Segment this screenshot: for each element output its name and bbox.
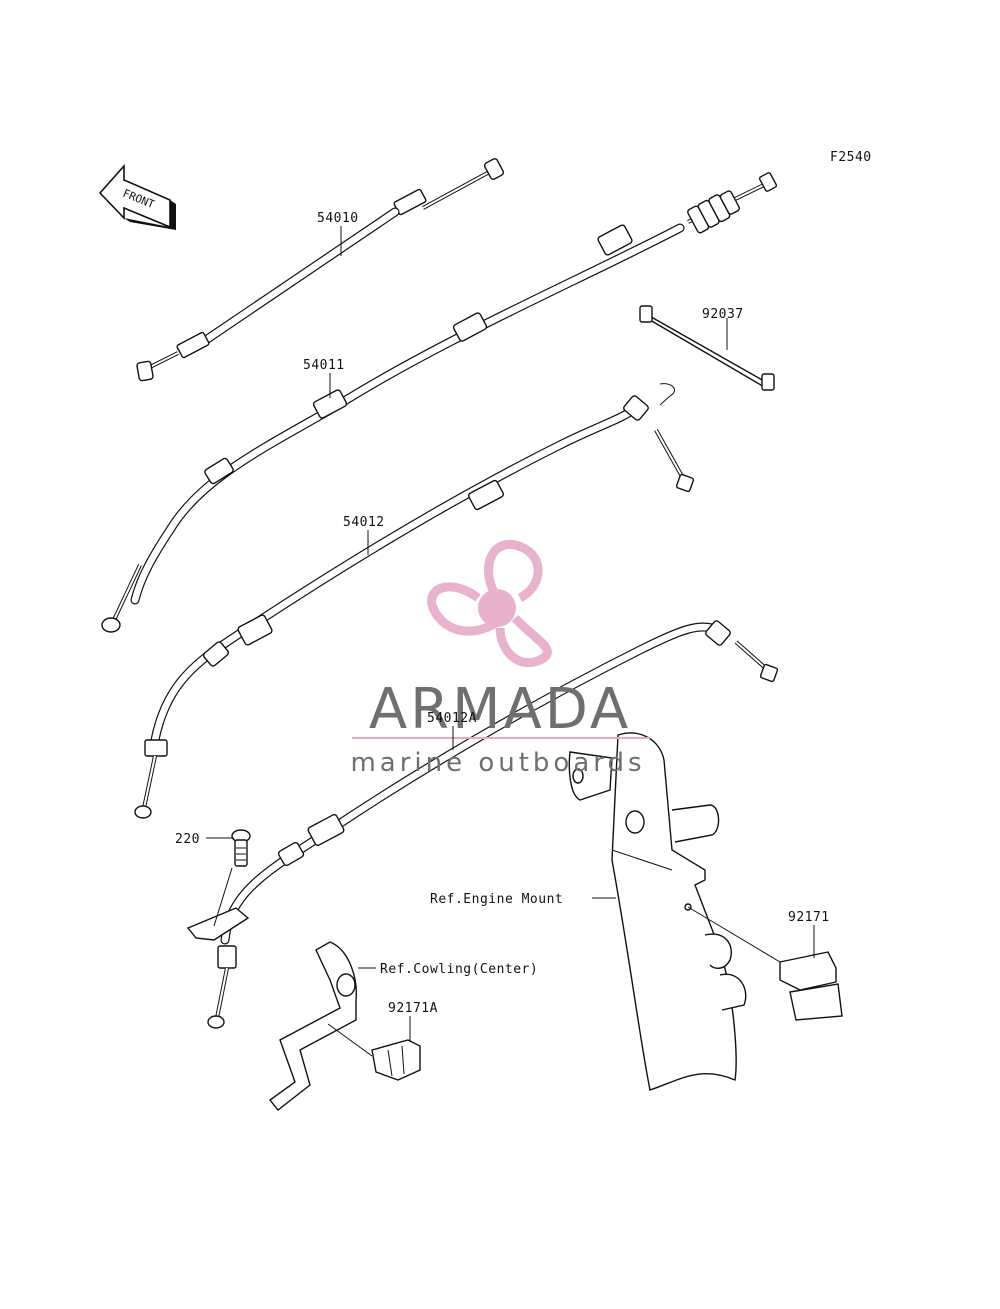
label-92171: 92171 xyxy=(788,910,830,925)
label-92037: 92037 xyxy=(702,307,744,322)
label-54012: 54012 xyxy=(343,515,385,530)
label-220: 220 xyxy=(175,832,200,847)
armada-logo xyxy=(427,540,552,668)
watermark-tagline: marine outboards xyxy=(350,748,645,778)
cable-54011 xyxy=(101,172,778,633)
front-arrow-icon: FRONT xyxy=(98,163,176,230)
cable-54012 xyxy=(134,383,695,819)
figure-code: F2540 xyxy=(830,150,872,165)
label-54011: 54011 xyxy=(303,358,345,373)
rod-92037 xyxy=(639,305,775,391)
engine-mount-bracket xyxy=(568,732,747,1091)
watermark-brand: ARMADA xyxy=(369,677,631,742)
label-ref-cowling: Ref.Cowling(Center) xyxy=(380,962,538,977)
label-54010: 54010 xyxy=(317,211,359,226)
cable-54010 xyxy=(136,158,505,382)
bolt-220 xyxy=(213,829,251,927)
leader-lines xyxy=(206,226,815,1042)
label-ref-engine-mount: Ref.Engine Mount xyxy=(430,892,563,907)
clamp-92171a xyxy=(327,1023,421,1081)
label-92171a: 92171A xyxy=(388,1001,438,1016)
cowling-bracket xyxy=(268,941,357,1111)
clamp-92171 xyxy=(687,906,843,1021)
cable-54012a xyxy=(186,620,779,1029)
label-54012a: 54012A xyxy=(427,711,477,726)
